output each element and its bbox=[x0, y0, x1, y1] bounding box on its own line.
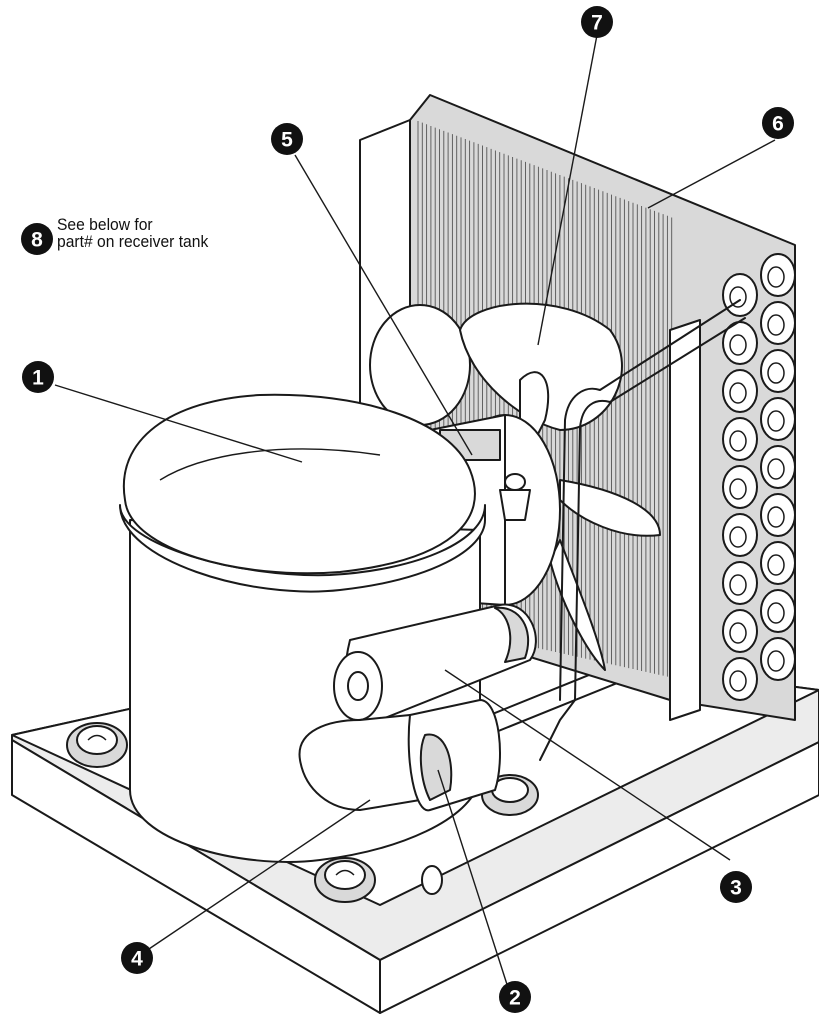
callout-number-6: 6 bbox=[772, 113, 784, 136]
callout-badge-2: 2 bbox=[499, 981, 531, 1013]
leader-line-3 bbox=[444, 669, 731, 861]
callout-badge-7: 7 bbox=[581, 6, 613, 38]
mounting-bolt bbox=[66, 722, 128, 768]
overload-protector bbox=[407, 699, 501, 812]
callout-badge-5: 5 bbox=[271, 123, 303, 155]
leader-line-6 bbox=[647, 139, 776, 209]
callout-badge-4: 4 bbox=[121, 942, 153, 974]
start-capacitor bbox=[333, 603, 537, 722]
mounting-bolt bbox=[314, 857, 376, 903]
leader-line-2 bbox=[437, 769, 513, 1001]
callout-number-2: 2 bbox=[509, 987, 521, 1010]
callout-number-3: 3 bbox=[730, 877, 742, 900]
callout-number-8: 8 bbox=[31, 229, 43, 252]
receiver-tank-note: See below for part# on receiver tank bbox=[57, 216, 208, 250]
note-line-2: part# on receiver tank bbox=[57, 232, 209, 251]
callout-badge-6: 6 bbox=[762, 107, 794, 139]
callout-number-1: 1 bbox=[32, 367, 44, 390]
callout-badge-3: 3 bbox=[720, 871, 752, 903]
leader-line-7 bbox=[537, 34, 598, 346]
leader-line-4 bbox=[139, 799, 371, 956]
leader-lines bbox=[54, 34, 776, 1001]
callout-number-7: 7 bbox=[591, 12, 603, 35]
refrigerant-tubing bbox=[539, 299, 746, 761]
callout-number-4: 4 bbox=[131, 948, 143, 971]
leader-line-5 bbox=[294, 154, 473, 456]
callout-badge-8: 8 bbox=[21, 223, 53, 255]
note-line-1: See below for bbox=[57, 215, 153, 234]
callout-number-5: 5 bbox=[281, 129, 293, 152]
callout-badge-1: 1 bbox=[22, 361, 54, 393]
leader-line-1 bbox=[54, 384, 303, 463]
